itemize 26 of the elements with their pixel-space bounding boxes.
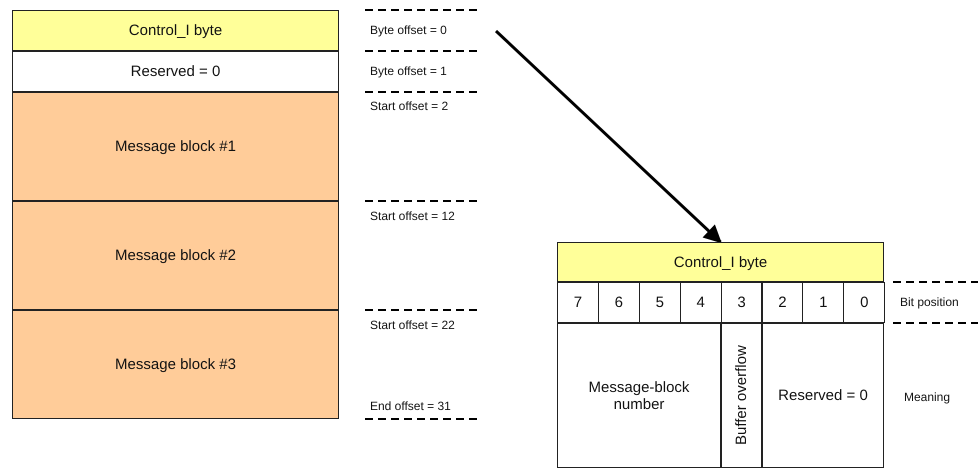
bit-number: 1 (802, 282, 844, 323)
bit-number: 3 (720, 282, 762, 323)
bit-number: 7 (557, 282, 599, 323)
offset-label: Start offset = 2 (370, 99, 448, 113)
offset-label: End offset = 31 (370, 399, 451, 413)
bit-field: Reserved = 0 (762, 323, 884, 468)
memory-row: Reserved = 0 (12, 51, 339, 92)
row-caption: Bit position (900, 295, 959, 309)
bit-field: Buffer overflow (721, 323, 762, 468)
bit-number: 0 (843, 282, 886, 323)
offset-label: Start offset = 12 (370, 209, 455, 223)
offset-label: Byte offset = 1 (370, 64, 447, 78)
arrow (494, 30, 722, 244)
bit-number: 4 (680, 282, 722, 323)
offset-label: Byte offset = 0 (370, 23, 447, 37)
bit-number: 5 (638, 282, 681, 323)
bit-number: 6 (598, 282, 640, 323)
message-block-row: Message block #1 (12, 92, 339, 201)
header-row: Control_I byte (557, 242, 884, 282)
row-caption: Meaning (904, 390, 950, 404)
message-block-row: Message block #2 (12, 201, 339, 310)
bit-number: 2 (762, 282, 804, 323)
bit-field: Message-block number (557, 323, 721, 468)
header-row: Control_I byte (12, 10, 339, 51)
offset-label: Start offset = 22 (370, 318, 455, 332)
message-block-row: Message block #3 (12, 310, 339, 419)
